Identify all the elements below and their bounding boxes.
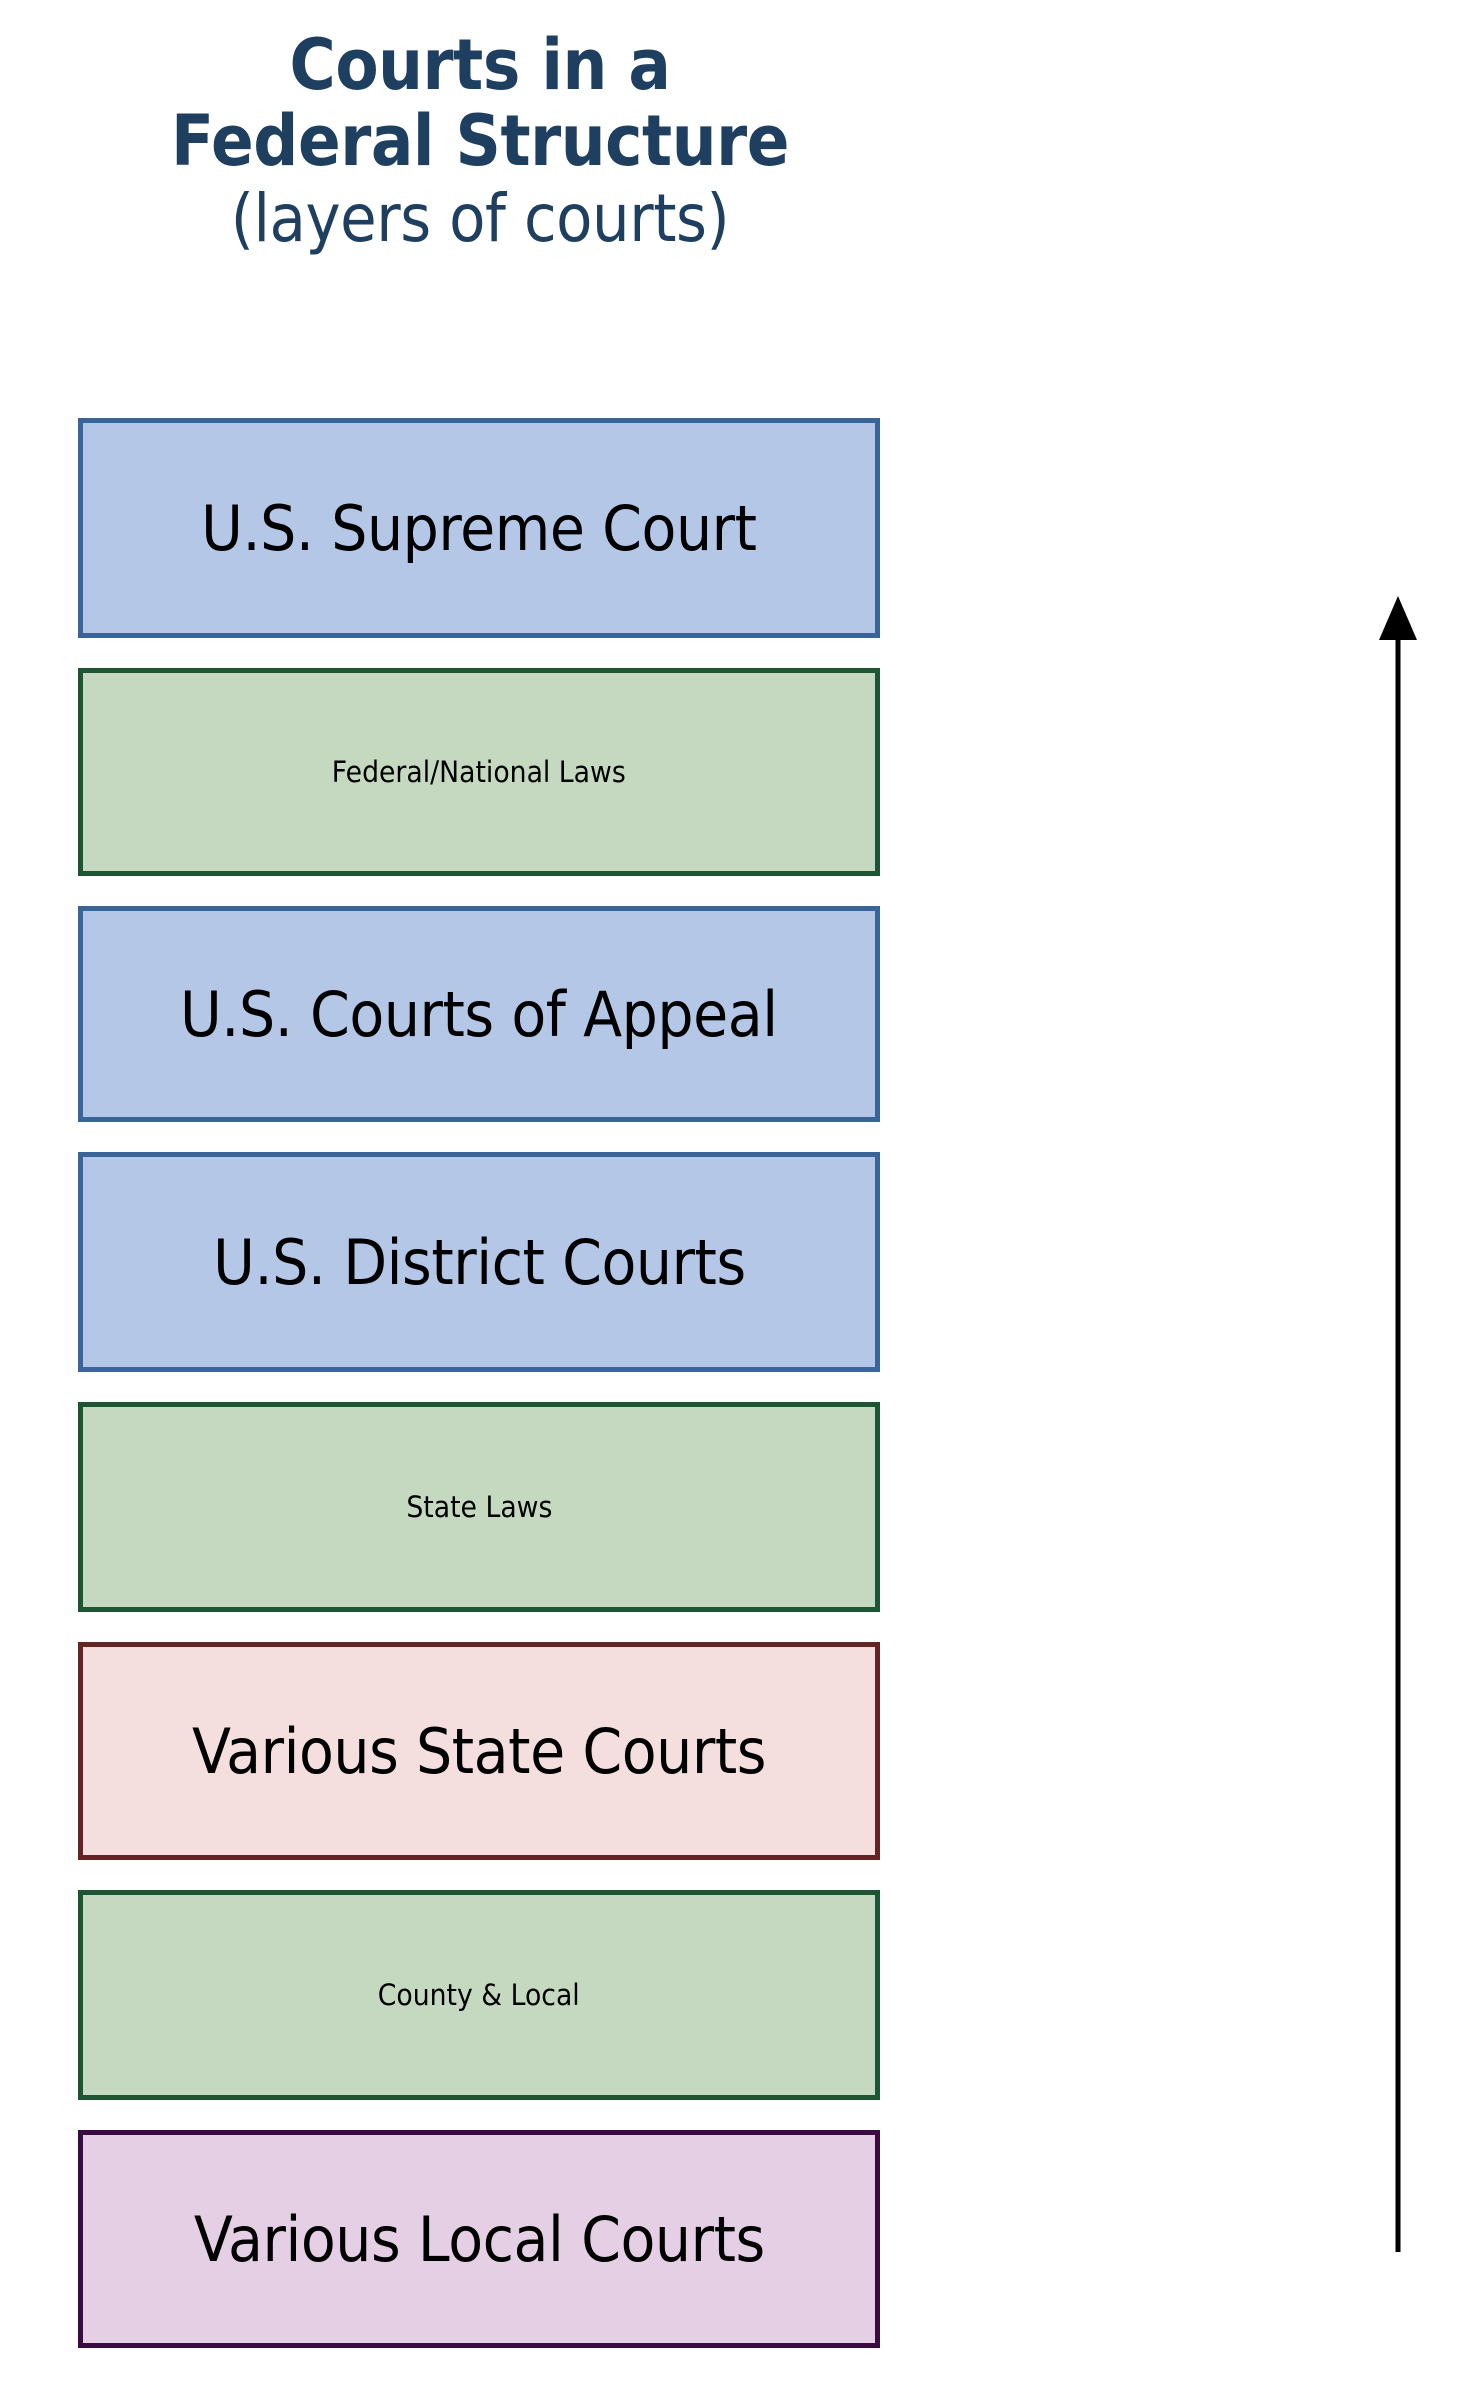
layer-label: U.S. Courts of Appeal bbox=[180, 977, 778, 1051]
diagram-title: Courts in a Federal Structure (layers of… bbox=[0, 24, 960, 258]
title-line-2: Federal Structure bbox=[170, 99, 790, 182]
arrow-up-icon bbox=[1379, 596, 1417, 2252]
hierarchy-arrow bbox=[1378, 592, 1418, 2252]
title-subtitle: (layers of courts) bbox=[230, 180, 730, 258]
layer-box-state-laws: State Laws bbox=[78, 1402, 880, 1612]
layer-label: State Laws bbox=[405, 1490, 553, 1524]
layer-box-various-state-courts: Various State Courts bbox=[78, 1642, 880, 1860]
layer-label: Federal/National Laws bbox=[332, 755, 626, 789]
layer-label: Various Local Courts bbox=[193, 2202, 765, 2276]
layer-label: U.S. Supreme Court bbox=[201, 491, 757, 565]
layer-label: County & Local bbox=[378, 1978, 580, 2012]
layer-label: U.S. District Courts bbox=[212, 1225, 746, 1299]
layer-label: Various State Courts bbox=[191, 1714, 767, 1788]
layer-box-us-supreme-court: U.S. Supreme Court bbox=[78, 418, 880, 638]
layer-box-various-local-courts: Various Local Courts bbox=[78, 2130, 880, 2348]
layer-box-federal-national-laws: Federal/National Laws bbox=[78, 668, 880, 876]
title-line-1: Courts in a bbox=[289, 24, 671, 106]
layer-box-us-district-courts: U.S. District Courts bbox=[78, 1152, 880, 1372]
layer-box-us-courts-of-appeal: U.S. Courts of Appeal bbox=[78, 906, 880, 1122]
layer-box-county-and-local: County & Local bbox=[78, 1890, 880, 2100]
